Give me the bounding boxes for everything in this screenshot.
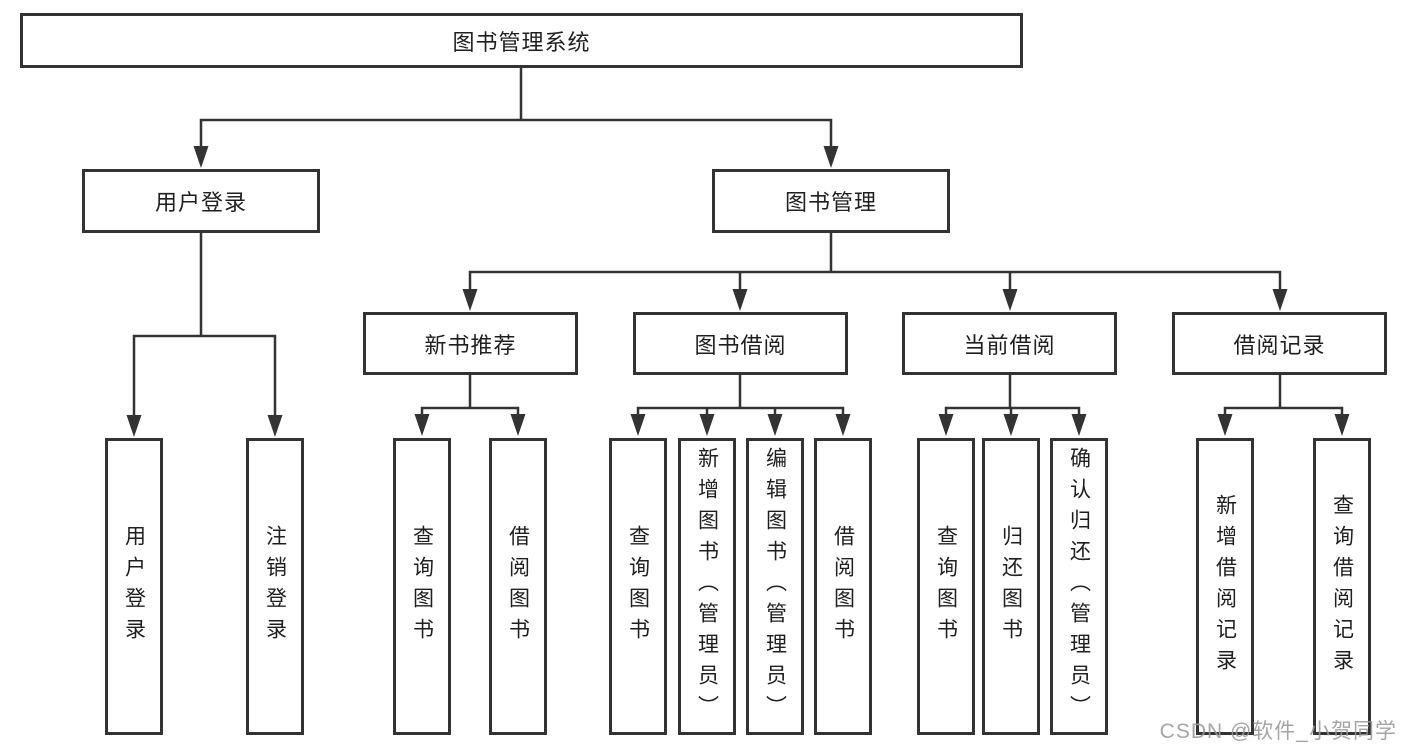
leaf-edit-books-admin-label: 编辑图书（管理员） [763, 447, 787, 726]
leaf-query-books-current-label: 查询图书 [934, 524, 958, 649]
csdn-watermark: CSDN @软件_小贺同学 [1159, 720, 1397, 743]
leaf-borrow-books-recommend-label: 借阅图书 [506, 524, 530, 649]
leaf-user-login: 用户登录 [105, 438, 163, 735]
leaf-borrow-books-recommend: 借阅图书 [489, 438, 547, 735]
leaf-user-login-label: 用户登录 [122, 524, 146, 649]
leaf-add-books-admin-label: 新增图书（管理员） [695, 447, 719, 726]
leaf-return-books: 归还图书 [982, 438, 1040, 735]
node-new-book-recommendation: 新书推荐 [363, 312, 578, 375]
leaf-logout-label: 注销登录 [263, 524, 287, 649]
leaf-edit-books-admin: 编辑图书（管理员） [746, 438, 804, 735]
leaf-logout: 注销登录 [246, 438, 304, 735]
leaf-borrow-books-borrowing: 借阅图书 [814, 438, 872, 735]
leaf-add-borrow-record-label: 新增借阅记录 [1213, 493, 1237, 680]
leaf-query-books-borrowing-label: 查询图书 [626, 524, 650, 649]
leaf-return-books-label: 归还图书 [999, 524, 1023, 649]
node-borrowing-records: 借阅记录 [1172, 312, 1387, 375]
leaf-query-books-recommend-label: 查询图书 [410, 524, 434, 649]
leaf-add-books-admin: 新增图书（管理员） [678, 438, 736, 735]
leaf-query-books-current: 查询图书 [917, 438, 975, 735]
node-current-borrowing: 当前借阅 [902, 312, 1117, 375]
node-book-borrowing: 图书借阅 [633, 312, 848, 375]
leaf-add-borrow-record: 新增借阅记录 [1196, 438, 1254, 735]
node-book-management: 图书管理 [712, 169, 950, 233]
leaf-query-books-borrowing: 查询图书 [609, 438, 667, 735]
leaf-confirm-return-admin-label: 确认归还（管理员） [1067, 447, 1091, 726]
leaf-query-books-recommend: 查询图书 [393, 438, 451, 735]
node-user-login: 用户登录 [82, 169, 320, 233]
leaf-borrow-books-borrowing-label: 借阅图书 [831, 524, 855, 649]
node-library-management-system: 图书管理系统 [20, 13, 1023, 68]
leaf-confirm-return-admin: 确认归还（管理员） [1050, 438, 1108, 735]
leaf-query-borrow-record: 查询借阅记录 [1313, 438, 1371, 735]
leaf-query-borrow-record-label: 查询借阅记录 [1330, 493, 1354, 680]
